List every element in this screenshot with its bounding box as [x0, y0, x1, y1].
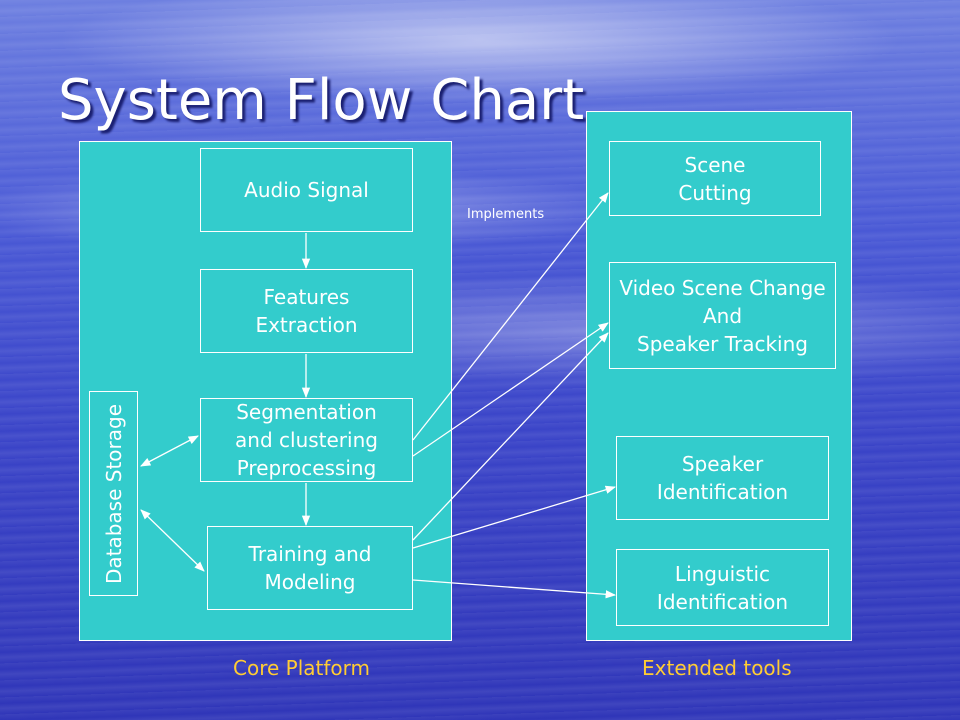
implements-label: Implements: [467, 207, 545, 222]
features-extraction-box: Features Extraction: [200, 269, 413, 353]
arrow-segmentation-to-video-scene: [412, 322, 609, 457]
arrow-segmentation-to-scene-cutting: [412, 192, 609, 441]
speaker-identification-box: Speaker Identification: [616, 436, 829, 520]
scene-cutting-box: Scene Cutting: [609, 141, 821, 216]
core-platform-caption: Core Platform: [233, 656, 370, 680]
extended-tools-caption: Extended tools: [642, 656, 792, 680]
arrow-training-to-video-scene: [412, 332, 609, 541]
arrow-training-to-speaker-id: [412, 485, 616, 549]
database-storage-box: Database Storage: [89, 391, 138, 596]
arrow-segmentation-database: [140, 435, 199, 467]
training-modeling-box: Training and Modeling: [207, 526, 413, 610]
video-scene-change-box: Video Scene Change And Speaker Tracking: [609, 262, 836, 369]
linguistic-identification-box: Linguistic Identification: [616, 549, 829, 626]
arrow-training-database: [140, 509, 205, 572]
slide-title: System Flow Chart: [58, 68, 585, 133]
arrow-training-to-linguistic-id: [412, 579, 617, 599]
segmentation-clustering-box: Segmentation and clustering Preprocessin…: [200, 398, 413, 482]
audio-signal-box: Audio Signal: [200, 148, 413, 232]
